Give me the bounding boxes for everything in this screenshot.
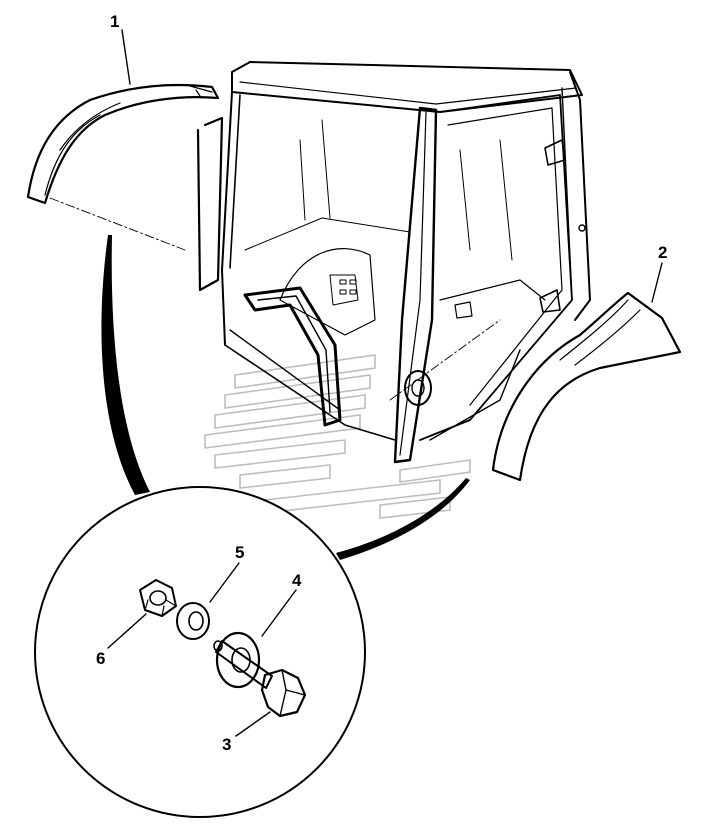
callout-2: 2	[658, 243, 667, 262]
projection-line-1	[49, 197, 186, 251]
leader-2	[651, 262, 663, 303]
callout-1: 1	[110, 12, 119, 31]
leader-4	[261, 589, 297, 637]
detail-band-left	[101, 235, 150, 495]
leader-1	[121, 29, 131, 85]
part-2-fender	[491, 291, 682, 482]
part-1-trim	[26, 83, 220, 205]
part-6-nut	[139, 579, 177, 617]
callout-5: 5	[235, 543, 244, 562]
part-3-bolt	[213, 640, 307, 718]
detail-band-right	[336, 478, 470, 560]
leader-5	[209, 562, 240, 603]
callout-4: 4	[292, 571, 302, 590]
leader-6	[107, 613, 147, 649]
tractor-cab	[196, 61, 591, 464]
leader-3	[235, 711, 271, 737]
callout-3: 3	[222, 735, 231, 754]
callout-6: 6	[96, 649, 105, 668]
part-5-washer	[176, 602, 210, 640]
detail-view-circle	[34, 486, 366, 818]
